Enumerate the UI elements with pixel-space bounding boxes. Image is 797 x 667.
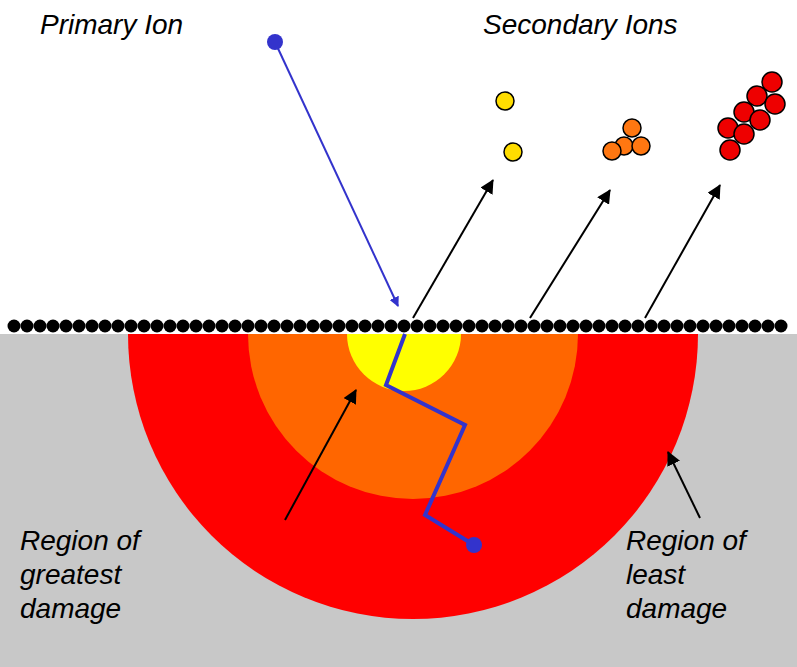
surface-atom <box>593 320 606 333</box>
surface-atom <box>190 320 203 333</box>
surface-atom <box>606 320 619 333</box>
surface-atoms <box>8 320 788 333</box>
surface-atom <box>671 320 684 333</box>
surface-atom <box>684 320 697 333</box>
surface-atom <box>73 320 86 333</box>
surface-atom <box>736 320 749 333</box>
surface-atom <box>47 320 60 333</box>
surface-atom <box>281 320 294 333</box>
surface-atom <box>463 320 476 333</box>
surface-atom <box>567 320 580 333</box>
substrate <box>0 334 797 667</box>
emission-arrow <box>530 190 610 318</box>
surface-atom <box>424 320 437 333</box>
surface-atom <box>515 320 528 333</box>
surface-atom <box>320 320 333 333</box>
surface-atom <box>164 320 177 333</box>
surface-atom <box>762 320 775 333</box>
surface-atom <box>60 320 73 333</box>
surface-atom <box>242 320 255 333</box>
surface-atom <box>541 320 554 333</box>
surface-atom <box>554 320 567 333</box>
surface-atom <box>489 320 502 333</box>
surface-atom <box>372 320 385 333</box>
region-label: Region of least damage <box>626 524 766 626</box>
secondary-ions-label: Secondary Ions <box>483 8 743 42</box>
surface-atom <box>346 320 359 333</box>
surface-atom <box>723 320 736 333</box>
surface-atom <box>125 320 138 333</box>
surface-atom <box>619 320 632 333</box>
emission-arrow <box>645 185 720 318</box>
surface-atom <box>138 320 151 333</box>
surface-atom <box>86 320 99 333</box>
surface-atom <box>203 320 216 333</box>
surface-atom <box>307 320 320 333</box>
damage-region-inner <box>347 334 461 391</box>
damage-region-outer <box>128 334 698 619</box>
leader-line <box>285 390 356 520</box>
surface-atom <box>359 320 372 333</box>
surface-atom <box>411 320 424 333</box>
surface-atom <box>229 320 242 333</box>
secondary-ion-small <box>496 92 522 161</box>
ion-track <box>386 334 474 545</box>
surface-atom <box>632 320 645 333</box>
surface-atom <box>99 320 112 333</box>
surface-atom <box>34 320 47 333</box>
surface-atom <box>385 320 398 333</box>
region-label: Region of greatest damage <box>20 524 155 626</box>
surface-atom <box>216 320 229 333</box>
damage-region-middle <box>248 334 578 499</box>
surface-atom <box>502 320 515 333</box>
surface-atom <box>658 320 671 333</box>
surface-atom <box>177 320 190 333</box>
surface-atom <box>8 320 21 333</box>
secondary-ion-cluster <box>603 119 650 160</box>
surface-atom <box>151 320 164 333</box>
surface-atom <box>112 320 125 333</box>
secondary-ion-large-cluster <box>718 72 785 160</box>
surface-atom <box>294 320 307 333</box>
surface-atom <box>21 320 34 333</box>
surface-atom <box>333 320 346 333</box>
implanted-ion <box>466 537 482 553</box>
surface-atom <box>749 320 762 333</box>
surface-atom <box>528 320 541 333</box>
surface-atom <box>697 320 710 333</box>
surface-atom <box>268 320 281 333</box>
surface-atom <box>437 320 450 333</box>
surface-atom <box>450 320 463 333</box>
surface-atom <box>476 320 489 333</box>
primary-ion-path <box>275 42 398 306</box>
surface-atom <box>645 320 658 333</box>
surface-atom <box>398 320 411 333</box>
emission-arrow <box>413 180 493 318</box>
surface-atom <box>255 320 268 333</box>
surface-atom <box>580 320 593 333</box>
primary-ion <box>267 34 283 50</box>
primary-ion-label: Primary Ion <box>40 8 240 42</box>
surface-atom <box>775 320 788 333</box>
surface-atom <box>710 320 723 333</box>
leader-line <box>668 452 700 518</box>
